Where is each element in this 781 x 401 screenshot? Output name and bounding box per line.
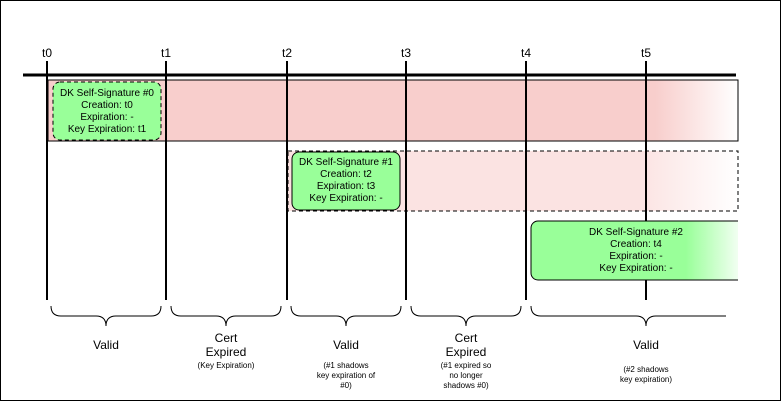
- sig2-expiration: Expiration: -: [609, 251, 662, 262]
- sig0-expiration: Expiration: -: [80, 112, 133, 123]
- period-3-note-line1: (#1 expired so: [441, 361, 492, 370]
- sig2-title: DK Self-Signature #2: [589, 227, 683, 238]
- period-2-status: Valid: [333, 338, 359, 352]
- sig2-key-expiration: Key Expiration: -: [599, 263, 672, 274]
- period-4-note-line2: key expiration): [620, 375, 672, 384]
- sig0-key-expiration: Key Expiration: t1: [68, 124, 147, 135]
- period-3-status-line1: Cert: [455, 331, 478, 345]
- signature-box-1: DK Self-Signature #1 Creation: t2 Expira…: [291, 151, 401, 211]
- period-4-status: Valid: [633, 338, 659, 352]
- tick-label-t2: t2: [282, 46, 292, 60]
- signature-box-0: DK Self-Signature #0 Creation: t0 Expira…: [52, 81, 162, 141]
- period-1-status-line2: Expired: [206, 345, 247, 359]
- period-3-note-line2: no longer: [449, 371, 483, 380]
- sig0-creation: Creation: t0: [81, 100, 133, 111]
- tick-label-t4: t4: [521, 46, 531, 60]
- period-brace-2: [290, 305, 402, 327]
- period-brace-1: [170, 305, 282, 327]
- period-brace-3: [410, 305, 522, 327]
- sig1-key-expiration: Key Expiration: -: [309, 193, 382, 204]
- signature-box-2: DK Self-Signature #2 Creation: t4 Expira…: [530, 216, 780, 286]
- period-1-note: (Key Expiration): [198, 361, 255, 370]
- sig0-title: DK Self-Signature #0: [60, 88, 154, 99]
- sig1-creation: Creation: t2: [320, 169, 372, 180]
- tick-label-t3: t3: [401, 46, 411, 60]
- period-3-status-line2: Expired: [446, 345, 487, 359]
- period-2-note-line2: key expiration of: [317, 371, 376, 380]
- tick-label-t0: t0: [42, 46, 52, 60]
- period-3-note-line3: shadows #0): [443, 381, 489, 390]
- sig1-expiration: Expiration: t3: [317, 181, 376, 192]
- sig1-title: DK Self-Signature #1: [299, 157, 393, 168]
- period-brace-4: [530, 305, 726, 327]
- period-4-note-line1: (#2 shadows: [623, 365, 668, 374]
- period-2-note-line1: (#1 shadows: [323, 361, 368, 370]
- sig2-creation: Creation: t4: [610, 239, 662, 250]
- period-brace-0: [50, 305, 162, 327]
- sig0-validity-band: [47, 79, 739, 142]
- period-1-status-line1: Cert: [215, 331, 238, 345]
- tick-label-t1: t1: [161, 46, 171, 60]
- period-0-status: Valid: [93, 338, 119, 352]
- tick-label-t5: t5: [641, 46, 651, 60]
- period-2-note-line3: #0): [340, 381, 352, 390]
